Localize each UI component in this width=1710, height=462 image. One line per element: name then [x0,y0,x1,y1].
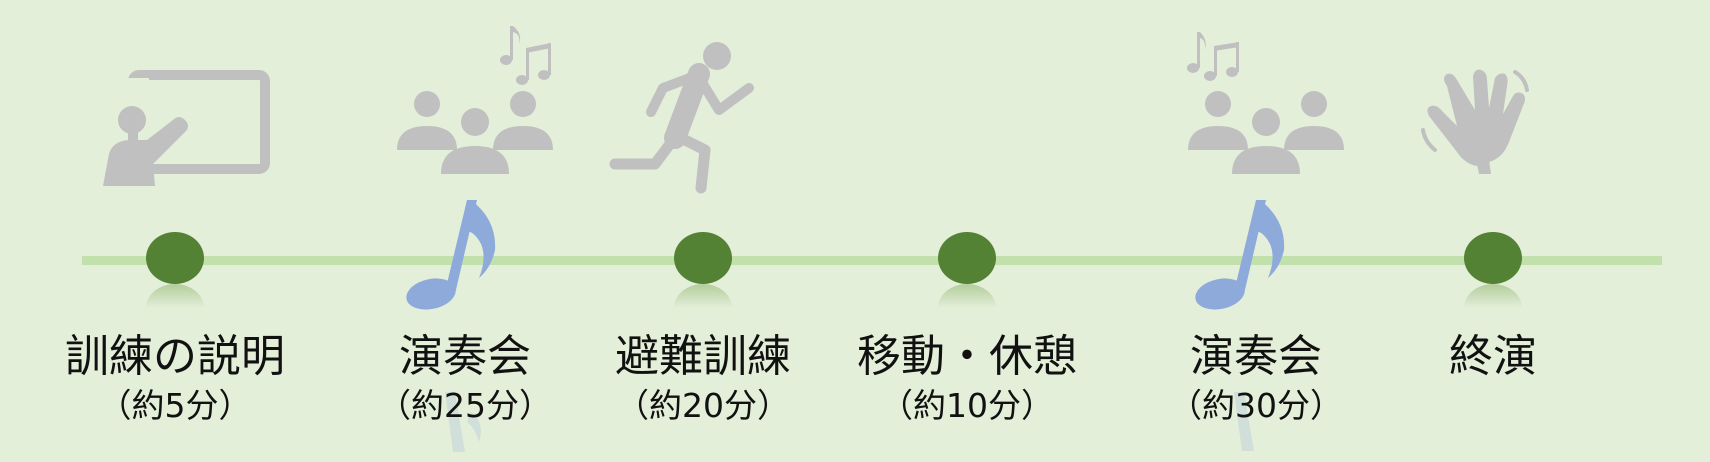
music-note-icon [406,200,496,310]
step-title: 避難訓練 [615,331,791,382]
music-note-icon [1195,200,1285,310]
timeline-dot [938,232,996,284]
dot-reflection [674,284,732,308]
dot-reflection [146,284,204,308]
audience-music-icon [397,26,553,174]
presenter-icon [103,70,270,186]
step-title: 演奏会 [399,331,531,382]
timeline-dot [146,232,204,284]
step-duration: （約30分） [1169,386,1343,425]
step-duration: （約10分） [880,386,1054,425]
step-title: 訓練の説明 [65,331,285,382]
waving-hand-icon [1421,69,1529,174]
running-person-icon [609,42,754,194]
step-duration: （約20分） [616,386,790,425]
timeline-dot [674,232,732,284]
step-title: 移動・休憩 [857,331,1077,382]
step-title: 終演 [1449,331,1537,382]
schedule-timeline: 訓練の説明 （約5分） [65,26,1662,452]
music-note-reflection [445,392,481,452]
dot-reflection [938,284,996,308]
timeline-track [82,256,1662,265]
music-notes-icon [1204,42,1239,81]
timeline-dot [1464,232,1522,284]
dot-reflection [1464,284,1522,308]
step-title: 演奏会 [1190,331,1322,382]
step-duration: （約25分） [378,386,552,425]
music-note-reflection [1234,392,1254,451]
audience-music-icon [1187,32,1344,174]
step-duration: （約5分） [98,386,252,425]
